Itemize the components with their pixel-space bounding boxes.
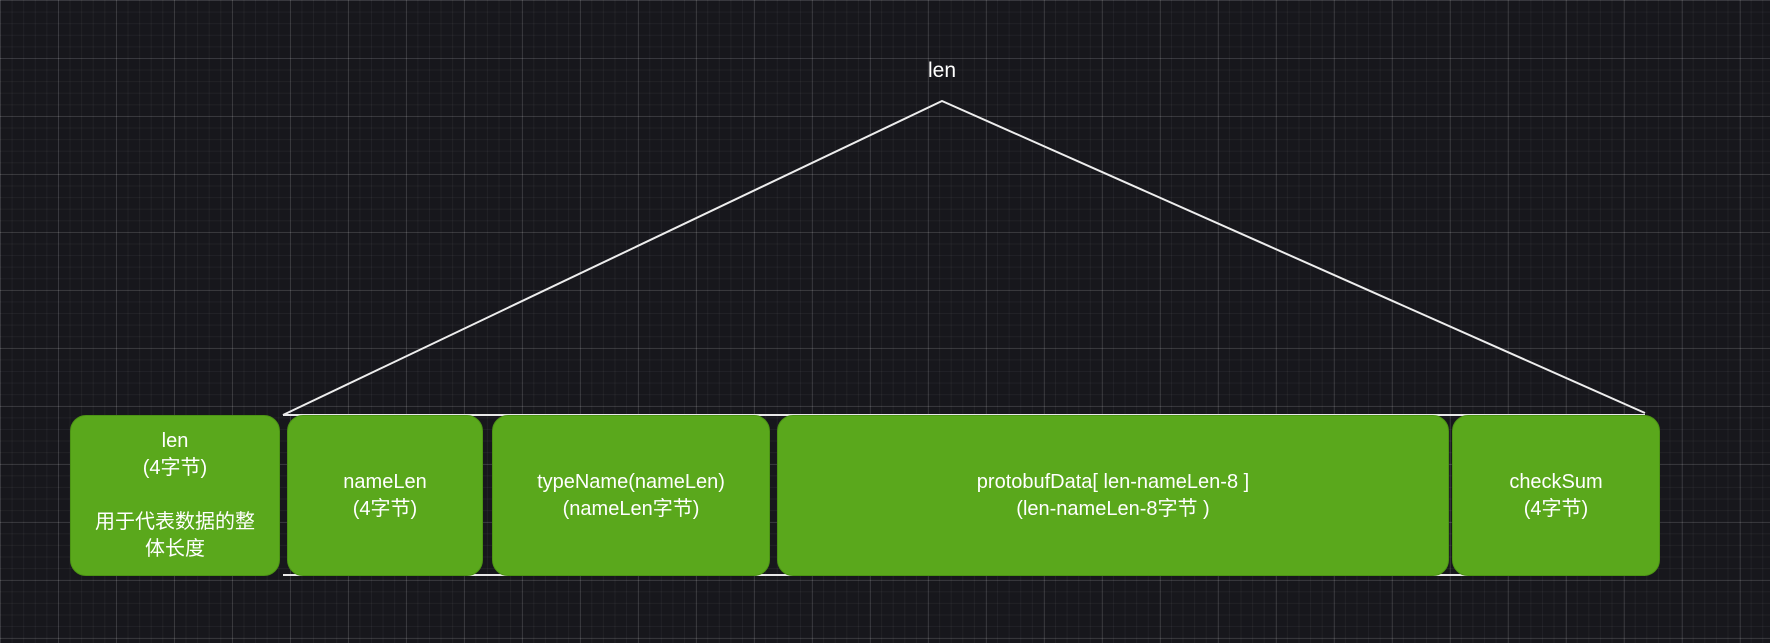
node-protobufdata[interactable]: protobufData[ len-nameLen-8 ] (len-nameL… (777, 415, 1449, 576)
root-node-label[interactable]: len (927, 59, 957, 82)
node-typename-label: typeName(nameLen) (nameLen字节) (537, 470, 725, 520)
node-len-label: len (4字节) 用于代表数据的整 体长度 (95, 430, 255, 560)
node-checksum-label: checkSum (4字节) (1509, 470, 1603, 520)
node-checksum[interactable]: checkSum (4字节) (1452, 415, 1660, 576)
node-typename[interactable]: typeName(nameLen) (nameLen字节) (492, 415, 770, 576)
node-namelen-label: nameLen (4字节) (343, 470, 427, 520)
node-len[interactable]: len (4字节) 用于代表数据的整 体长度 (70, 415, 280, 576)
node-namelen[interactable]: nameLen (4字节) (287, 415, 483, 576)
node-protobufdata-label: protobufData[ len-nameLen-8 ] (len-nameL… (976, 470, 1250, 520)
